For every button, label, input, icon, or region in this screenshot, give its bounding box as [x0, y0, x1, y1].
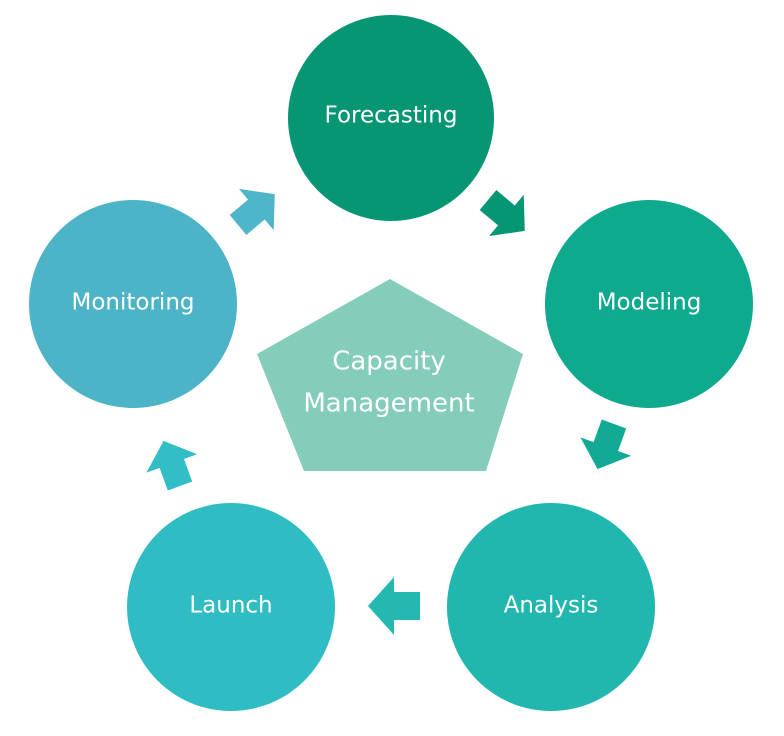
center-label-line1: Capacity	[332, 347, 446, 377]
node-analysis: Analysis	[447, 503, 655, 711]
node-monitoring-circle	[29, 200, 237, 408]
arrow-forecasting-to-modeling	[479, 190, 525, 237]
node-launch-label: Launch	[189, 593, 272, 619]
cycle-arrows	[146, 188, 632, 635]
arrow-monitoring-to-forecasting	[229, 188, 275, 235]
node-modeling: Modeling	[545, 200, 753, 408]
node-launch: Launch	[127, 503, 335, 711]
arrow-analysis-to-launch	[368, 577, 420, 635]
node-forecasting: Forecasting	[288, 15, 494, 221]
node-analysis-label: Analysis	[504, 593, 599, 619]
node-monitoring: Monitoring	[29, 200, 237, 408]
node-modeling-circle	[545, 200, 753, 408]
center-pentagon-group: Capacity Management	[257, 279, 523, 471]
node-launch-circle	[127, 503, 335, 711]
arrow-modeling-to-analysis	[580, 419, 632, 470]
node-analysis-circle	[447, 503, 655, 711]
center-pentagon	[257, 279, 523, 471]
node-monitoring-label: Monitoring	[72, 290, 195, 316]
node-forecasting-circle	[288, 15, 494, 221]
arrow-launch-to-monitoring	[146, 440, 198, 491]
node-modeling-label: Modeling	[597, 290, 702, 316]
center-label-line2: Management	[303, 389, 474, 419]
node-forecasting-label: Forecasting	[325, 103, 458, 129]
